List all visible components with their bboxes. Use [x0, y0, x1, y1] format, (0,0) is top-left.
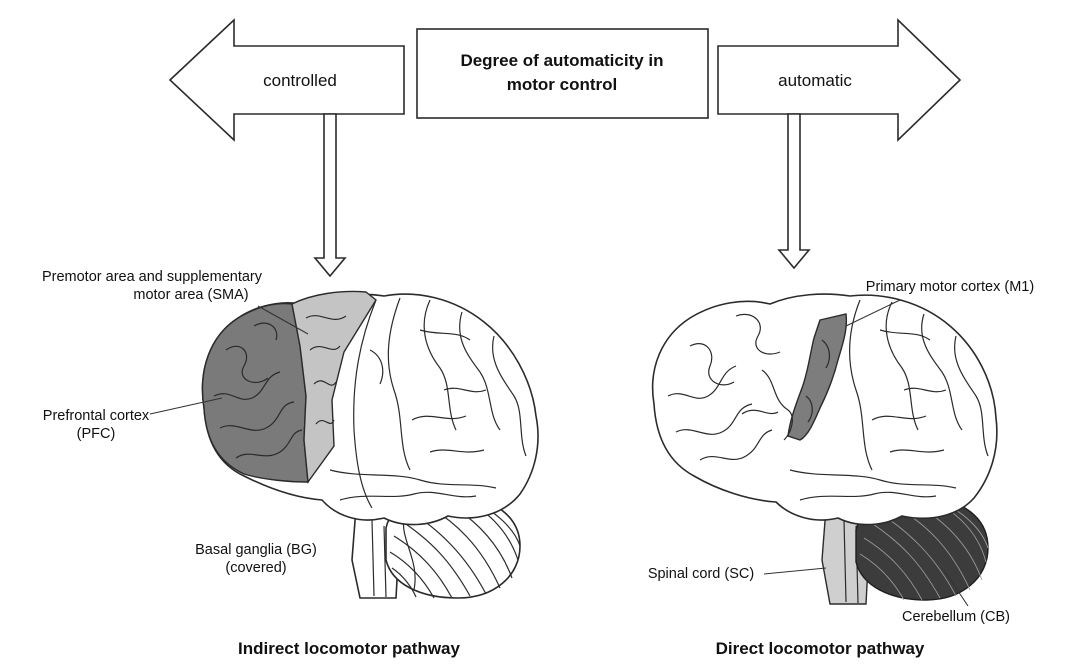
sc-label: Spinal cord (SC) — [648, 566, 754, 582]
sma-leader-line — [257, 305, 309, 335]
right-cerebrum — [651, 293, 998, 526]
right-down-arrow — [777, 113, 811, 270]
left-brain — [201, 290, 539, 599]
direct-pathway-caption: Direct locomotor pathway — [716, 639, 925, 658]
right-brain — [651, 293, 998, 605]
pfc-leader-line — [149, 397, 223, 415]
pfc-label-line1: Prefrontal cortex — [43, 408, 150, 424]
m1-label: Primary motor cortex (M1) — [866, 279, 1034, 295]
automaticity-title-line1: Degree of automaticity in — [460, 51, 663, 70]
right-m1-region — [787, 313, 848, 441]
cb-label: Cerebellum (CB) — [902, 609, 1010, 625]
sc-leader-line — [763, 567, 827, 575]
sma-label-line2: motor area (SMA) — [133, 287, 248, 303]
left-down-arrow — [313, 113, 347, 278]
pfc-label-line2: (PFC) — [77, 426, 116, 442]
automatic-arrow-label: automatic — [778, 71, 852, 90]
indirect-pathway-caption: Indirect locomotor pathway — [238, 639, 461, 658]
sma-label-line1: Premotor area and supplementary — [42, 269, 263, 285]
bg-label-line2: (covered) — [225, 560, 286, 576]
automaticity-title-line2: motor control — [507, 75, 618, 94]
bg-label-line1: Basal ganglia (BG) — [195, 542, 317, 558]
left-sma-region — [291, 290, 377, 484]
automatic-arrow — [717, 18, 962, 142]
cb-leader-line — [943, 569, 969, 607]
automaticity-box — [416, 28, 709, 119]
m1-leader-line — [845, 299, 901, 327]
controlled-arrow — [168, 18, 405, 142]
controlled-arrow-label: controlled — [263, 71, 337, 90]
